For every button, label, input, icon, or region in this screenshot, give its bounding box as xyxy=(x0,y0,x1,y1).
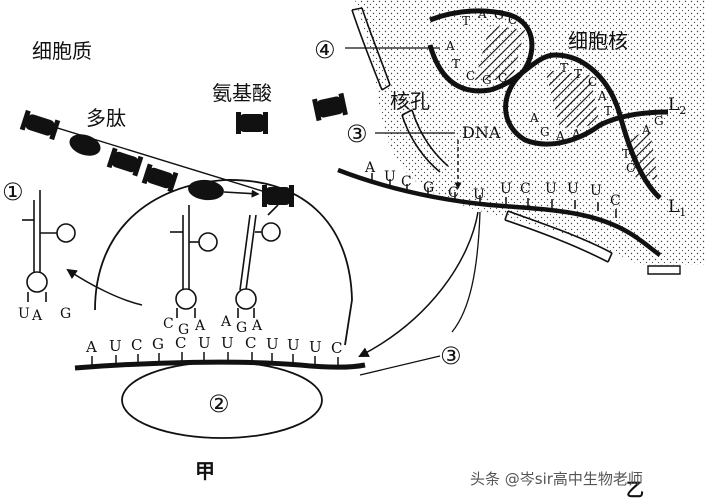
dna-base: G xyxy=(654,114,664,128)
label-l2: L2 xyxy=(668,95,686,117)
free-amino-acid xyxy=(312,92,348,122)
mrna-base: U xyxy=(545,181,557,197)
dna-base: T xyxy=(560,61,568,75)
dna-base: T xyxy=(604,104,612,118)
marker-3-top: ③ xyxy=(346,120,368,148)
marker-2: ② xyxy=(208,390,230,418)
mrna-base: U xyxy=(473,187,485,203)
nuclear-envelope-upper xyxy=(351,9,383,91)
label-dna: DNA xyxy=(462,123,501,142)
amino-acid-unit xyxy=(262,185,294,207)
dna-base: A xyxy=(597,89,607,103)
dna-base: G xyxy=(494,8,504,22)
strand-labels: L2 L1 xyxy=(668,95,686,219)
amino-acid-unit xyxy=(188,179,224,201)
dna-base: A xyxy=(641,123,651,137)
mrna-base: U xyxy=(287,336,300,354)
mrna-transport-arrow-1 xyxy=(358,211,479,357)
mrna-base: U xyxy=(500,181,512,197)
dna-base: C xyxy=(588,75,597,89)
nuclear-envelope-lower xyxy=(401,114,441,173)
free-amino-acid xyxy=(236,112,268,134)
trna-right xyxy=(235,214,281,318)
label-cytoplasm: 细胞质 xyxy=(32,39,92,63)
label-polypeptide: 多肽 xyxy=(86,106,126,130)
label-amino-acid: 氨基酸 xyxy=(212,81,272,105)
mrna-base: C xyxy=(331,339,342,357)
mrna-base: U xyxy=(109,337,122,355)
dna-base: C xyxy=(508,13,517,27)
mrna-base: C xyxy=(520,181,531,197)
mrna-base: U xyxy=(266,335,279,353)
mrna-base: A xyxy=(85,338,97,356)
dna-base: A xyxy=(529,111,539,125)
label-nuclear-pore: 核孔 xyxy=(390,89,430,113)
label-nucleus: 细胞核 xyxy=(568,29,628,53)
mrna-base: U xyxy=(221,334,234,352)
anticodon-base: G xyxy=(236,320,247,336)
label-l1: L1 xyxy=(668,197,686,219)
trna-release-arrow xyxy=(66,268,143,306)
anticodon-base: U xyxy=(18,306,30,322)
mrna-base: C xyxy=(245,334,256,352)
marker-4: ④ xyxy=(314,36,336,64)
dna-base: A xyxy=(445,39,455,53)
mrna-base: U xyxy=(590,183,602,199)
mrna-base: C xyxy=(401,174,412,190)
marker-3-bottom: ③ xyxy=(440,342,462,370)
dna-base: T xyxy=(452,57,460,71)
trna-middle xyxy=(170,205,218,318)
dna-base: C xyxy=(498,71,507,85)
mrna-base: G xyxy=(423,180,434,196)
mrna-base: C xyxy=(131,336,142,354)
mrna-base: G xyxy=(152,335,164,353)
mrna-base: U xyxy=(198,334,211,352)
mrna-base: C xyxy=(610,193,621,209)
trna-free xyxy=(22,190,76,302)
dna-bases: T A G C A T C G C T T C A T A G A A A G … xyxy=(445,7,664,175)
mrna-base: C xyxy=(448,185,459,201)
nucleus-region xyxy=(351,0,705,275)
dna-strand-l2 xyxy=(429,8,669,147)
polypeptide-chain xyxy=(19,109,294,216)
mrna-transport-arrow-2 xyxy=(451,211,481,333)
mrna-base: C xyxy=(175,334,186,352)
mrna-strand-ribosome xyxy=(74,359,366,371)
amino-acid-unit xyxy=(69,134,101,156)
figure-label-jia: 甲 xyxy=(195,459,215,483)
anticodon-base: A xyxy=(31,308,43,324)
dna-base: A xyxy=(555,129,565,143)
mrna-ribosome: A U C G C U U C U U U C xyxy=(74,334,366,371)
mrna-nucleus: A U C G C U U C U U U C xyxy=(337,160,662,257)
anticodon-base: G xyxy=(60,306,71,322)
dna-double-helix xyxy=(427,8,669,200)
dna-base: A xyxy=(571,127,581,141)
marker-1: ① xyxy=(2,178,24,206)
amino-acid-unit xyxy=(19,109,61,141)
dna-base: T xyxy=(622,147,630,161)
mrna-strand-nucleus xyxy=(337,167,662,257)
dna-base: A xyxy=(477,7,487,21)
dna-base: C xyxy=(466,69,475,83)
anticodon-base: G xyxy=(178,322,189,338)
amino-acid-unit xyxy=(106,147,144,177)
amino-acid-unit xyxy=(141,163,179,193)
anticodon-base: A xyxy=(251,318,263,334)
dna-base: T xyxy=(574,67,582,81)
dna-base: C xyxy=(626,161,635,175)
mrna-base: U xyxy=(567,181,579,197)
mrna-base: A xyxy=(364,160,376,176)
anticodon-base: A xyxy=(194,318,206,334)
anticodon-base: C xyxy=(163,316,174,332)
dna-base: T xyxy=(462,14,470,28)
dna-base: G xyxy=(482,73,492,87)
dna-base: G xyxy=(540,125,550,139)
mrna-base: U xyxy=(309,338,322,356)
watermark: 头条 @岑sir高中生物老师 xyxy=(470,470,643,488)
mrna-base: U xyxy=(384,169,396,185)
anticodon-base: A xyxy=(220,314,232,330)
figure-label-yi: 乙 xyxy=(626,480,644,500)
